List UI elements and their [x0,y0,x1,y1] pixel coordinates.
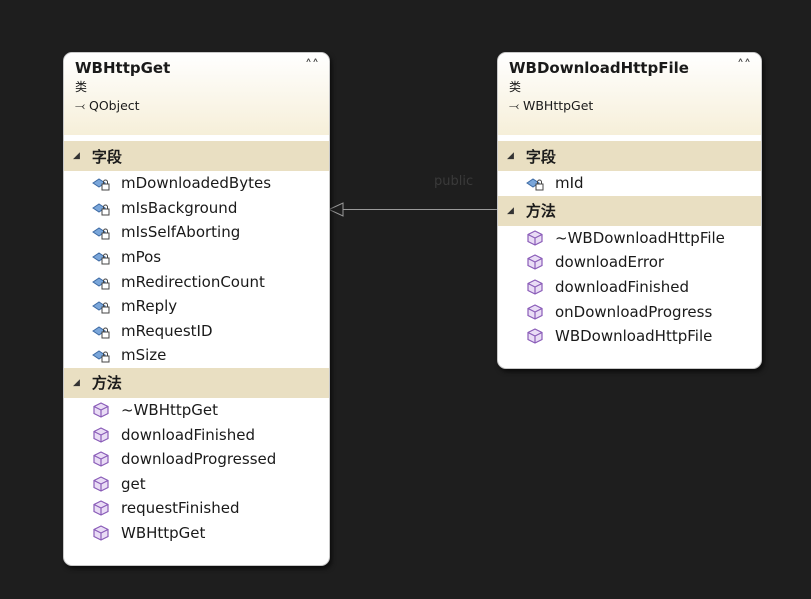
method-cube-icon [527,304,543,320]
class-kind: 类 [509,80,522,94]
method-cube-icon [527,279,543,295]
class-header: WBDownloadHttpFile 类 ⤙ WBHttpGet ˄˄ [498,53,761,135]
method-cube-icon [527,254,543,271]
expand-triangle-icon: ◢ [507,205,514,216]
field-item[interactable]: mReply [64,294,329,319]
class-box-wbdownloadhttpfile[interactable]: WBDownloadHttpFile 类 ⤙ WBHttpGet ˄˄ ◢字段 … [497,52,762,369]
method-cube-icon [93,476,109,492]
method-item[interactable]: downloadFinished [64,422,329,447]
field-item[interactable]: mIsSelfAborting [64,220,329,245]
method-item[interactable]: downloadError [498,250,761,275]
field-lock-icon [92,252,110,265]
methods-section-header[interactable]: ◢方法 [64,367,329,398]
method-item[interactable]: onDownloadProgress [498,299,761,324]
method-cube-icon [93,525,109,541]
method-item[interactable]: WBHttpGet [64,521,329,546]
class-box-wbhttpget[interactable]: WBHttpGet 类 ⤙ QObject ˄˄ ◢字段 mDownloaded… [63,52,330,566]
method-item[interactable]: downloadFinished [498,275,761,300]
expand-triangle-icon: ◢ [507,151,514,161]
method-item[interactable]: downloadProgressed [64,447,329,472]
field-item[interactable]: mSize [64,343,329,368]
methods-list: ~WBHttpGet downloadFinished downloadProg… [64,398,329,546]
methods-section-header[interactable]: ◢方法 [498,195,761,226]
field-lock-icon [92,350,110,363]
fields-section-header[interactable]: ◢字段 [64,141,329,171]
collapse-chevron-icon[interactable]: ˄˄ [737,58,751,74]
fields-list: mId [498,171,761,196]
expand-triangle-icon: ◢ [73,377,80,388]
method-item[interactable]: requestFinished [64,496,329,521]
method-cube-icon [93,426,109,443]
field-lock-icon [92,277,110,290]
collapse-chevron-icon[interactable]: ˄˄ [305,58,319,74]
field-item[interactable]: mRedirectionCount [64,269,329,294]
fields-list: mDownloadedBytes mIsBackground mIsSelfAb… [64,171,329,368]
field-item[interactable]: mDownloadedBytes [64,171,329,196]
field-lock-icon [92,326,110,339]
method-item[interactable]: ~WBDownloadHttpFile [498,226,761,251]
field-lock-icon [526,178,544,191]
class-header: WBHttpGet 类 ⤙ QObject ˄˄ [64,53,329,135]
base-class: ⤙ QObject [75,98,140,113]
class-name: WBHttpGet [75,59,171,77]
field-item[interactable]: mPos [64,245,329,270]
field-lock-icon [92,178,110,191]
field-item[interactable]: mId [498,171,761,196]
class-name: WBDownloadHttpFile [509,59,689,77]
method-cube-icon [93,451,109,467]
method-item[interactable]: WBDownloadHttpFile [498,324,761,349]
expand-triangle-icon: ◢ [73,151,80,161]
class-kind: 类 [75,80,88,94]
method-cube-icon [93,500,109,517]
field-lock-icon [92,301,110,314]
fields-section-header[interactable]: ◢字段 [498,141,761,171]
inheritance-arrowhead [327,202,344,217]
inherits-arrow-icon: ⤙ [509,98,523,113]
field-item[interactable]: mIsBackground [64,196,329,221]
method-cube-icon [527,230,543,246]
field-item[interactable]: mRequestID [64,319,329,344]
field-lock-icon [92,203,110,216]
methods-list: ~WBDownloadHttpFile downloadError downlo… [498,226,761,349]
method-cube-icon [527,328,543,344]
method-item[interactable]: get [64,472,329,497]
method-item[interactable]: ~WBHttpGet [64,398,329,423]
field-lock-icon [92,227,110,240]
method-cube-icon [93,402,109,418]
connector-label: public [434,174,474,189]
base-class: ⤙ WBHttpGet [509,98,594,113]
inherits-arrow-icon: ⤙ [75,98,89,113]
